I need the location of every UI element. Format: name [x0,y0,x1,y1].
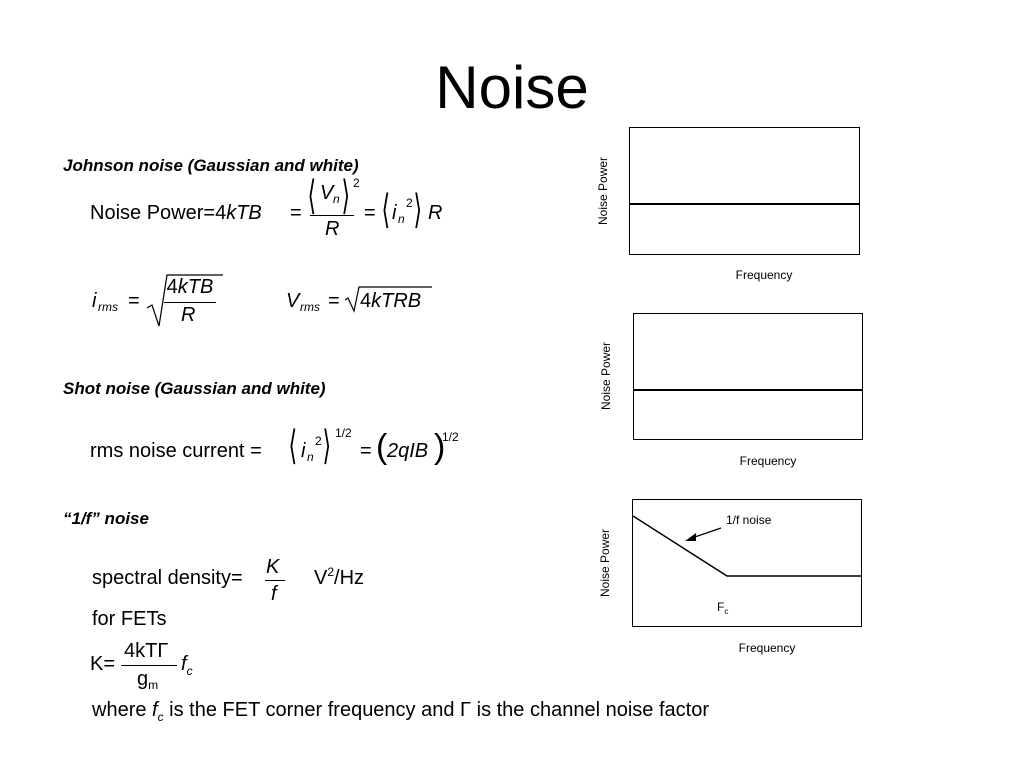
rms-subscript: rms [98,300,118,314]
in-squared-half: ⟨ i n 2 ⟩ 1/2 [288,424,352,468]
flicker-heading: “1/f” noise [63,509,149,528]
k-equals-label: K= [90,653,116,675]
n-subscript: n [333,192,340,206]
shot-noise-plot [633,313,863,440]
plot1-xlabel: Frequency [735,268,793,282]
r-symbol: R [428,202,443,224]
annotation-arrow-icon [685,533,696,541]
kTB-term: kTB [226,202,262,224]
fraction-bar [164,302,216,303]
k-numerator: K [266,556,280,578]
shot-heading: Shot noise (Gaussian and white) [63,379,326,398]
fraction-bar [265,580,285,581]
equals-sign: = [128,290,140,312]
i-symbol: i [92,290,97,312]
rms-subscript: rms [300,300,320,314]
four-kTB-numerator: 4kTB [166,276,214,298]
half-exponent: 1/2 [442,430,459,444]
v-symbol: V [320,182,334,204]
johnson-noise-plot [629,127,860,255]
fraction-bar [310,215,354,216]
spectral-density-label: spectral density= [92,567,243,589]
flicker-annotation: 1/f noise [726,513,772,527]
rms-noise-current-label: rms noise current = [90,440,262,462]
plot1-ylabel: Noise Power [596,156,610,225]
in-squared-r: ⟨ i n 2 ⟩ R [381,188,443,232]
sqrt-sign [344,286,432,313]
v-symbol: V [286,290,300,312]
where-fc-description: where fc is the FET corner frequency and… [92,699,709,724]
page-title: Noise [435,54,589,121]
vn-over-r-fraction: ⟨ V n ⟩ 2 R [307,174,360,240]
gamma-symbol: Γ [460,699,472,721]
flat-noise-line [634,389,862,391]
gm-denominator: gm [137,668,159,692]
r-denominator: R [325,218,340,240]
fraction-bar [121,665,177,666]
fc-term: fc [181,653,193,678]
squared: 2 [315,434,322,448]
n-subscript: n [307,450,314,464]
squared: 2 [406,196,413,210]
vrms-equation: V rms = [286,290,446,320]
i-symbol: i [392,202,397,224]
flicker-noise-plot: 1/f noise Fc [632,499,862,627]
johnson-heading: Johnson noise (Gaussian and white) [63,156,359,175]
plot3-ylabel: Noise Power [598,528,612,597]
corner-frequency-label: Fc [717,600,729,616]
for-fets-label: for FETs [92,608,167,630]
four: 4 [215,202,227,224]
i-symbol: i [301,440,306,462]
equals-sign-1: = [290,202,302,224]
plot2-ylabel: Noise Power [599,341,613,410]
irms-equation: i rms = [92,290,232,350]
noise-power-label: Noise Power [90,202,204,224]
four-kTRB: 4kTRB [360,290,422,312]
plot3-xlabel: Frequency [738,641,796,655]
sqrt-sign [146,274,223,327]
k-numerator-4kT-gamma: 4kTΓ [124,640,169,662]
n-subscript: n [398,212,405,226]
squared: 2 [353,176,360,190]
flat-noise-line [630,203,859,205]
flicker-noise-curve [633,515,861,577]
equals-sign: = [328,290,340,312]
units-v2-hz: V2/Hz [314,565,365,589]
equals-sign: = [203,202,216,224]
plot2-xlabel: Frequency [739,454,797,468]
r-denominator: R [181,304,196,326]
equals-sign-2: = [364,202,376,224]
two-qIB-half: ( 2qIB ) 1/2 [376,428,459,466]
equals-sign: = [360,440,372,462]
f-denominator: f [271,583,277,605]
two-qIB: 2qIB [387,440,429,462]
half-exponent: 1/2 [335,426,352,440]
johnson-noise-power-equation: Noise Power=4kTB [90,202,262,225]
